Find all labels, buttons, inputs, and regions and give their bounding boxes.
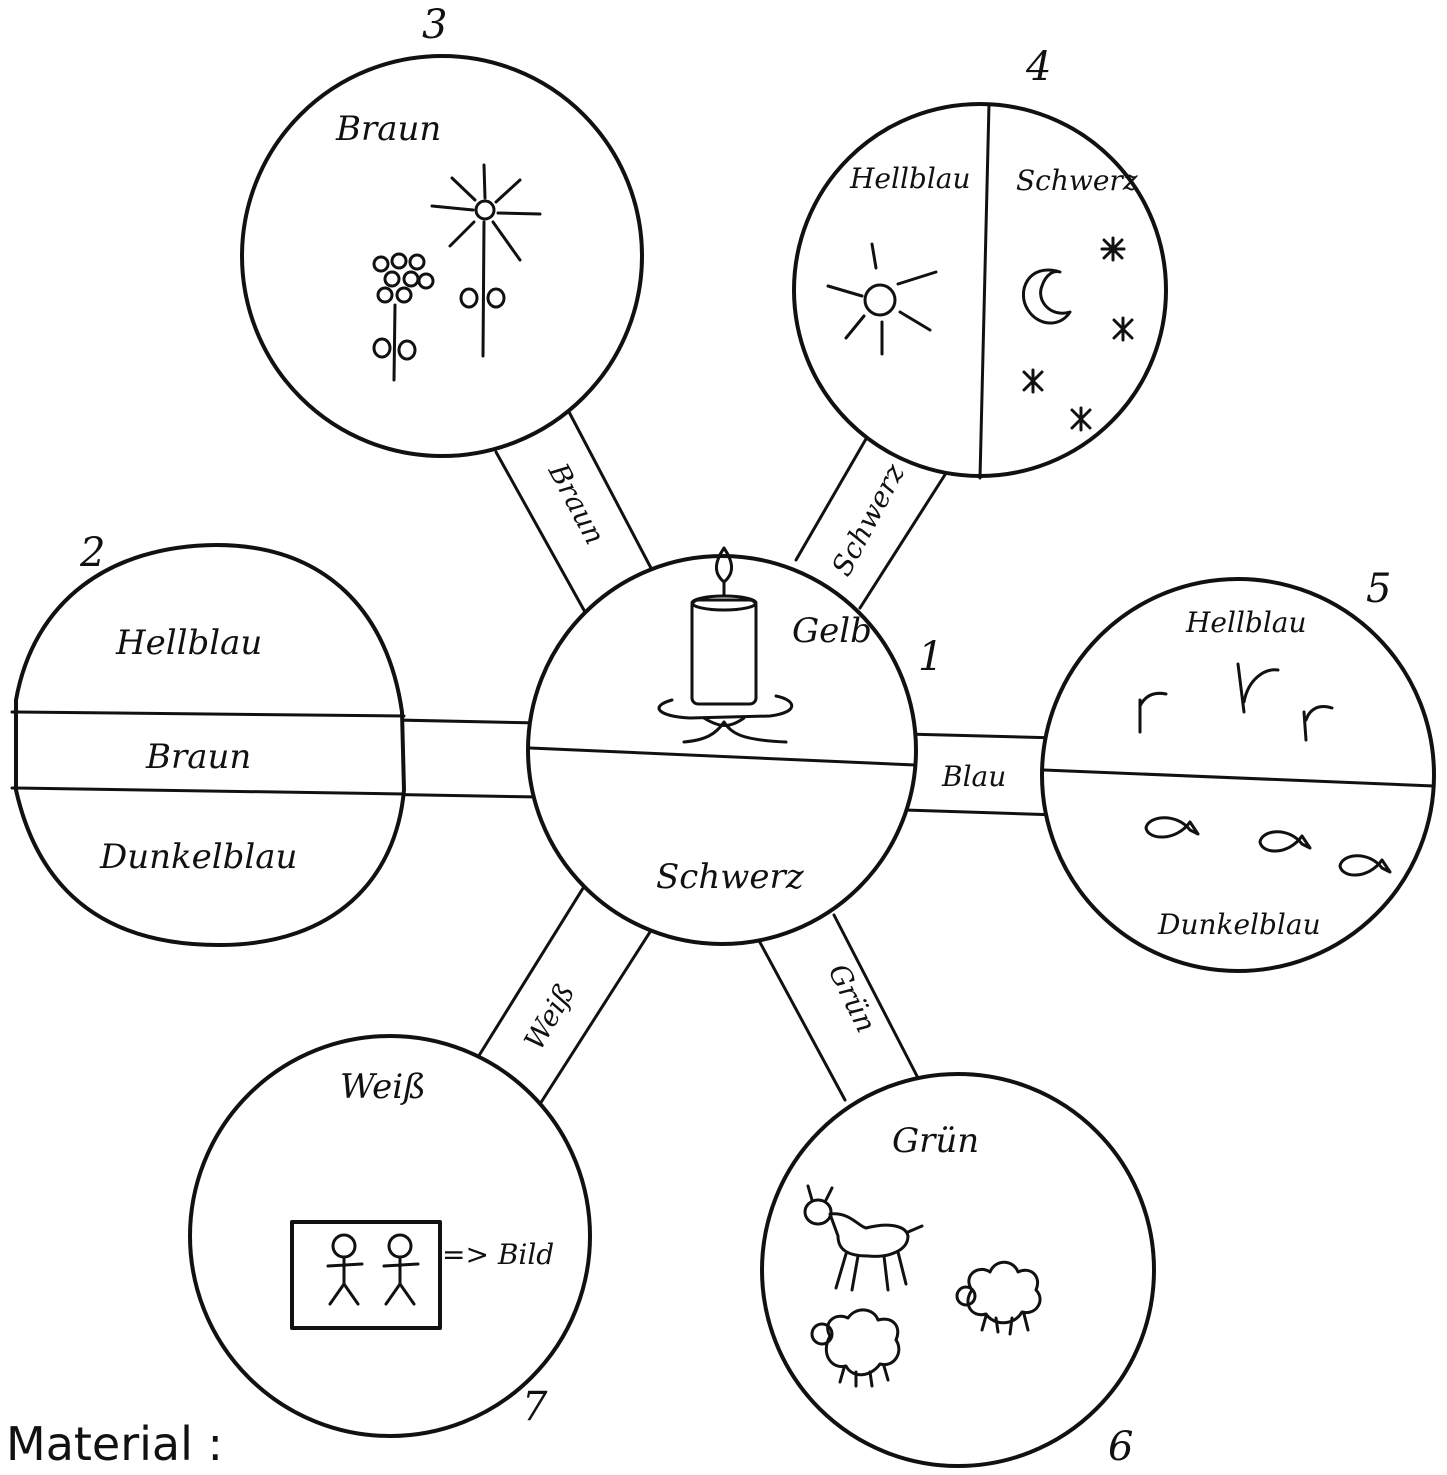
circle-5-number: 5 — [1366, 566, 1391, 612]
circle-1: Gelb Schwerz — [528, 548, 916, 944]
circle-5-top-label: Hellblau — [1185, 606, 1307, 639]
circle-2-bottom-label: Dunkelblau — [99, 837, 297, 877]
circle-7-number: 7 — [522, 1384, 548, 1430]
circle-4-right-label: Schwerz — [1016, 164, 1138, 197]
circle-7-picture-note: => Bild — [442, 1238, 554, 1271]
circle-1-bottom-label: Schwerz — [656, 857, 805, 897]
circle-1-number: 1 — [918, 634, 943, 680]
circle-1-top-label: Gelb — [792, 611, 872, 651]
circle-6-number: 6 — [1108, 1424, 1133, 1470]
circle-4-left-label: Hellblau — [849, 162, 971, 195]
circle-2-top-label: Hellblau — [115, 623, 262, 663]
bridge-to-circle-6: Grün — [756, 915, 918, 1100]
circle-7: 7 Weiß => Bild — [190, 1036, 590, 1436]
circle-6-label: Grün — [892, 1121, 979, 1161]
circle-7-label: Weiß — [340, 1067, 426, 1107]
circle-2-middle-label: Braun — [145, 737, 251, 777]
circle-4: 4 Hellblau Schwerz — [794, 44, 1166, 478]
material-label: Material : — [6, 1417, 223, 1470]
bridge-label-gruen: Grün — [822, 959, 883, 1038]
circle-2-number: 2 — [79, 530, 105, 576]
circle-3-label: Braun — [335, 109, 441, 149]
circle-2: 2 Hellblau Braun Dunkelblau — [16, 530, 404, 945]
circle-3: 3 Braun — [242, 2, 642, 456]
circle-3-number: 3 — [422, 2, 447, 48]
bridge-label-weiss: Weiß — [517, 978, 581, 1056]
bridge-label-schwerz-upper: Schwerz — [825, 458, 911, 581]
bridge-to-circle-5: Blau — [905, 734, 1058, 815]
circle-5: 5 Hellblau Dunkelblau — [1042, 566, 1434, 971]
bridge-label-blau: Blau — [941, 760, 1006, 793]
circle-6: 6 Grün — [762, 1074, 1154, 1470]
circle-5-bottom-label: Dunkelblau — [1157, 908, 1321, 941]
circle-4-number: 4 — [1025, 44, 1051, 90]
